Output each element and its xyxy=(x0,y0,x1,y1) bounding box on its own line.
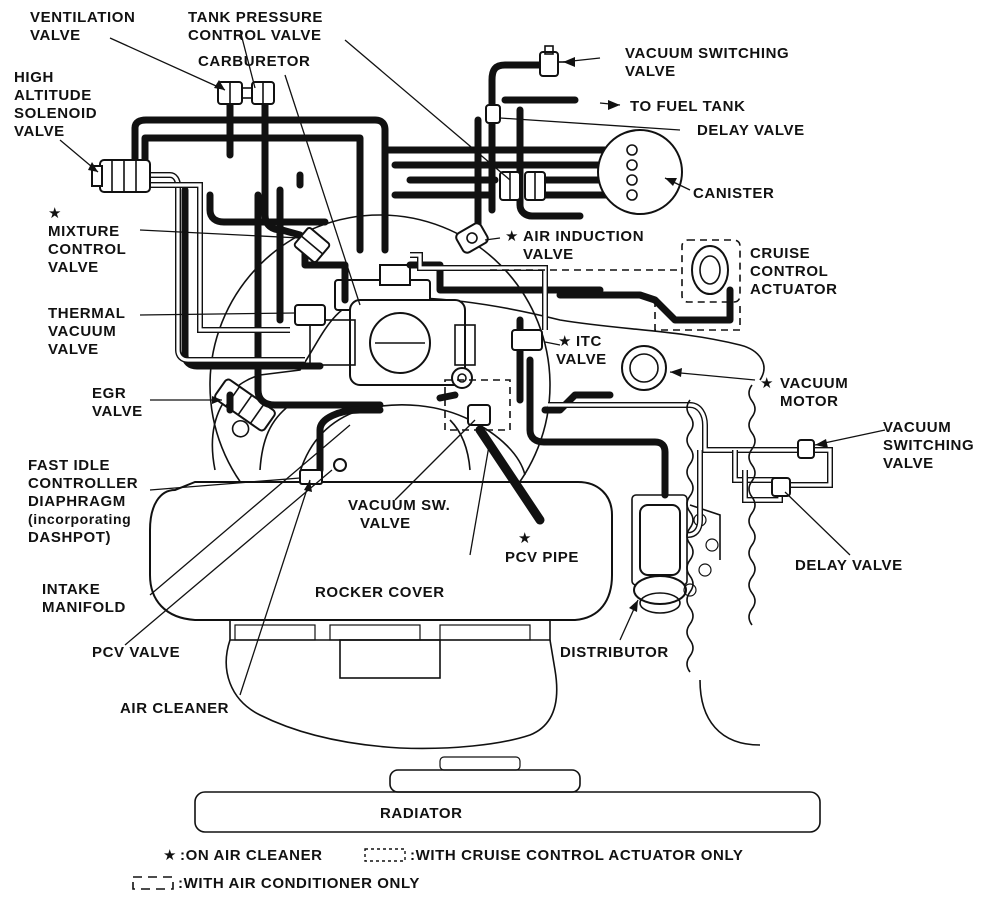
label-fast-idle-l2: CONTROLLER xyxy=(28,475,138,492)
label-high-altitude-l1: HIGH xyxy=(14,69,54,86)
label-air-induction-l2: VALVE xyxy=(523,246,574,263)
high-altitude-solenoid-valve xyxy=(91,159,151,193)
label-vsv-top-l2: VALVE xyxy=(625,63,676,80)
carburetor-assembly xyxy=(309,264,476,389)
delay-valve-right xyxy=(771,477,791,497)
label-cruise-l1: CRUISE xyxy=(750,245,810,262)
label-delay-valve-top: DELAY VALVE xyxy=(697,122,805,139)
air-induction-valve xyxy=(455,222,489,254)
star-air-induction: ★ xyxy=(505,228,519,245)
label-vacuum-sw-l1: VACUUM SW. xyxy=(348,497,450,514)
legend-dashed-box xyxy=(132,876,174,890)
canister xyxy=(597,129,683,215)
label-vsv-right-l3: VALVE xyxy=(883,455,934,472)
label-high-altitude-l4: VALVE xyxy=(14,123,65,140)
pcv-valve xyxy=(333,458,347,472)
label-intake-manifold-l1: INTAKE xyxy=(42,581,100,598)
label-fast-idle-l3: DIAPHRAGM xyxy=(28,493,126,510)
radiator xyxy=(194,791,821,833)
label-fast-idle-l1: FAST IDLE xyxy=(28,457,110,474)
label-vsv-right-l1: VACUUM xyxy=(883,419,951,436)
label-vacuum-motor-l2: MOTOR xyxy=(780,393,839,410)
label-delay-valve-right: DELAY VALVE xyxy=(795,557,903,574)
label-tank-pressure-l1: TANK PRESSURE xyxy=(188,9,323,26)
label-tank-pressure-l2: CONTROL VALVE xyxy=(188,27,322,44)
distributor-unit xyxy=(631,494,721,614)
star-itc: ★ xyxy=(558,333,572,350)
star-pcv-pipe: ★ xyxy=(518,530,532,547)
legend: ★ :ON AIR CLEANER :WITH CRUISE CONTROL A… xyxy=(132,847,743,892)
itc-valve xyxy=(511,329,543,351)
rocker-cover xyxy=(149,481,613,621)
pcv-pipe xyxy=(475,425,545,525)
label-vsv-top-l1: VACUUM SWITCHING xyxy=(625,45,789,62)
label-cruise-l3: ACTUATOR xyxy=(750,281,838,298)
label-thermal-vacuum-l1: THERMAL xyxy=(48,305,126,322)
label-ventilation-valve-l2: VALVE xyxy=(30,27,81,44)
star-vacuum-motor: ★ xyxy=(760,375,774,392)
legend-dashed-text: :WITH AIR CONDITIONER ONLY xyxy=(178,875,420,892)
outlined-hoses xyxy=(150,172,833,538)
label-carburetor: CARBURETOR xyxy=(198,53,310,70)
legend-star-icon: ★ xyxy=(163,847,177,864)
mixture-control-valve xyxy=(293,227,331,263)
distributor-base xyxy=(633,575,687,605)
cruise-control-actuator xyxy=(490,239,741,331)
label-mixture-control-l2: CONTROL xyxy=(48,241,126,258)
star-mixture-control: ★ xyxy=(48,205,62,222)
ventilation-valve xyxy=(217,81,275,105)
label-egr-l1: EGR xyxy=(92,385,126,402)
label-itc-l1: ITC xyxy=(576,333,602,350)
label-intake-manifold-l2: MANIFOLD xyxy=(42,599,126,616)
label-mixture-control-l3: VALVE xyxy=(48,259,99,276)
label-radiator: RADIATOR xyxy=(380,805,463,822)
label-mixture-control-l1: MIXTURE xyxy=(48,223,120,240)
legend-dotted-box xyxy=(364,848,406,862)
label-thermal-vacuum-l2: VACUUM xyxy=(48,323,116,340)
delay-valve-top xyxy=(485,104,501,124)
label-egr-l2: VALVE xyxy=(92,403,143,420)
engine-body xyxy=(149,214,821,833)
label-air-induction-l1: AIR INDUCTION xyxy=(523,228,644,245)
oil-filler-block xyxy=(339,639,441,679)
label-vacuum-motor-l1: VACUUM xyxy=(780,375,848,392)
fast-idle-controller-diaphragm xyxy=(299,469,323,485)
label-vsv-right-l2: SWITCHING xyxy=(883,437,974,454)
vacuum-sw-valve xyxy=(444,379,511,431)
radiator-cap-base xyxy=(389,769,581,793)
label-pcv-valve: PCV VALVE xyxy=(92,644,180,661)
label-itc-l2: VALVE xyxy=(556,351,607,368)
thermal-vacuum-valve xyxy=(294,304,326,326)
legend-dotted-text: :WITH CRUISE CONTROL ACTUATOR ONLY xyxy=(410,847,743,864)
label-distributor: DISTRIBUTOR xyxy=(560,644,669,661)
label-pcv-pipe: PCV PIPE xyxy=(505,549,579,566)
label-canister: CANISTER xyxy=(693,185,774,202)
label-vacuum-sw-l2: VALVE xyxy=(360,515,411,532)
label-air-cleaner: AIR CLEANER xyxy=(120,700,229,717)
labels: VENTILATION VALVE TANK PRESSURE CONTROL … xyxy=(14,9,974,822)
vacuum-motor xyxy=(621,345,667,391)
vacuum-switching-valve-right xyxy=(797,439,815,459)
label-ventilation-valve-l1: VENTILATION xyxy=(30,9,135,26)
label-fast-idle-l4: (incorporating xyxy=(28,511,131,527)
label-rocker-cover: ROCKER COVER xyxy=(315,584,445,601)
legend-star-text: :ON AIR CLEANER xyxy=(180,847,323,864)
label-cruise-l2: CONTROL xyxy=(750,263,828,280)
wavy-hoses xyxy=(686,384,756,673)
egr-valve xyxy=(214,378,276,438)
label-thermal-vacuum-l3: VALVE xyxy=(48,341,99,358)
label-high-altitude-l3: SOLENOID xyxy=(14,105,97,122)
label-fast-idle-l5: DASHPOT) xyxy=(28,529,111,546)
label-to-fuel-tank: TO FUEL TANK xyxy=(630,98,746,115)
vacuum-hoses xyxy=(131,61,734,525)
label-high-altitude-l2: ALTITUDE xyxy=(14,87,92,104)
leader-lines xyxy=(59,29,886,696)
tank-pressure-control-valve xyxy=(499,171,546,201)
